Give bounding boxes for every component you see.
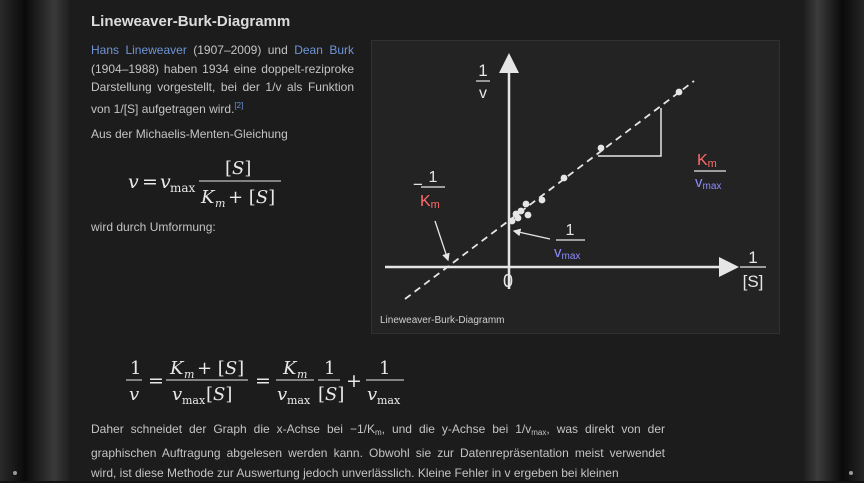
article-content: Lineweaver-Burk-Diagramm Hans Lineweaver… (72, 0, 802, 481)
svg-text:K: K (200, 187, 216, 208)
x-intercept-sign: − (413, 175, 423, 194)
svg-text:1: 1 (130, 358, 141, 379)
svg-text:m: m (184, 368, 194, 381)
svg-text:[S]: [S] (318, 384, 344, 405)
section-heading: Lineweaver-Burk-Diagramm (91, 13, 291, 30)
svg-text:[S]: [S] (206, 384, 232, 405)
x-intercept-denominator: Km (420, 193, 440, 211)
svg-text:max: max (377, 394, 401, 407)
reference-link[interactable]: [2] (234, 100, 244, 110)
x-axis-label-denominator: [S] (743, 272, 764, 291)
svg-text:=: = (148, 370, 164, 392)
svg-text:[S]: [S] (225, 158, 251, 179)
origin-label: 0 (503, 271, 513, 291)
svg-text:m: m (297, 368, 307, 381)
svg-text:v: v (128, 171, 139, 193)
michaelis-menten-formula: v = v max [S] K m + [S] (128, 158, 281, 210)
slope-triangle (598, 108, 662, 157)
svg-text:v: v (277, 384, 287, 405)
svg-text:1: 1 (324, 358, 335, 379)
figure-caption: Lineweaver-Burk-Diagramm (380, 315, 505, 326)
svg-text:max: max (287, 394, 311, 407)
data-point (675, 88, 683, 96)
y-intercept-numerator: 1 (566, 222, 575, 239)
page-right-border (802, 0, 864, 481)
svg-text:v: v (160, 171, 171, 193)
svg-text:max: max (182, 394, 206, 407)
svg-text:m: m (215, 197, 225, 210)
decor-dot-left (13, 471, 17, 475)
svg-text:+: + (346, 370, 362, 392)
data-point (517, 207, 525, 215)
data-point (560, 174, 568, 182)
data-point (508, 217, 516, 225)
transform-lead-text: wird durch Umformung: (91, 220, 216, 234)
data-point (597, 144, 605, 152)
data-points (508, 88, 683, 225)
conclusion-paragraph: Daher schneidet der Graph die x-Achse be… (91, 422, 665, 480)
svg-text:1: 1 (379, 358, 390, 379)
x-intercept-pointer (434, 220, 450, 262)
slope-numerator: Km (697, 152, 717, 170)
intro-text-years: (1907–2009) und (186, 43, 295, 57)
intro-paragraph: Hans Lineweaver (1907–2009) und Dean Bur… (91, 41, 354, 118)
svg-text:=: = (255, 370, 271, 392)
regression-line (404, 80, 695, 300)
link-dean-burk[interactable]: Dean Burk (294, 43, 354, 57)
svg-text:v: v (172, 384, 182, 405)
y-intercept-pointer (512, 228, 551, 240)
intro-text-rest: (1904–1988) haben 1934 eine doppelt-rezi… (91, 61, 354, 116)
data-point (524, 211, 532, 219)
svg-text:max: max (170, 181, 196, 195)
y-intercept-denominator: vmax (554, 244, 580, 262)
data-point (522, 200, 530, 208)
y-axis-label-numerator: 1 (478, 61, 487, 80)
svg-text:K: K (169, 358, 185, 379)
data-point (512, 210, 520, 218)
data-point (538, 196, 546, 204)
svg-text:v: v (367, 384, 377, 405)
lineweaver-burk-formula: 1 v = K m + [S] v max [S] = K m v max 1 … (126, 358, 404, 407)
page-left-border (0, 0, 72, 481)
link-hans-lineweaver[interactable]: Hans Lineweaver (91, 43, 187, 57)
lineweaver-burk-plot: 1 v 1 [S] 0 − 1 Km 1 vmax Km (385, 53, 766, 300)
y-axis-label-denominator: v (479, 85, 487, 102)
svg-text:+ [S]: + [S] (197, 358, 244, 379)
x-axis-label-numerator: 1 (748, 248, 757, 267)
svg-text:K: K (282, 358, 298, 379)
svg-text:+ [S]: + [S] (228, 187, 275, 208)
lineweaver-burk-figure: 1 v 1 [S] 0 − 1 Km 1 vmax Km (371, 40, 780, 334)
svg-text:v: v (129, 384, 139, 405)
slope-denominator: vmax (695, 174, 721, 192)
x-intercept-numerator: 1 (429, 169, 438, 186)
michaelis-lead-text: Aus der Michaelis-Menten-Gleichung (91, 127, 288, 141)
decor-dot-right (849, 471, 853, 475)
svg-text:=: = (142, 171, 158, 193)
